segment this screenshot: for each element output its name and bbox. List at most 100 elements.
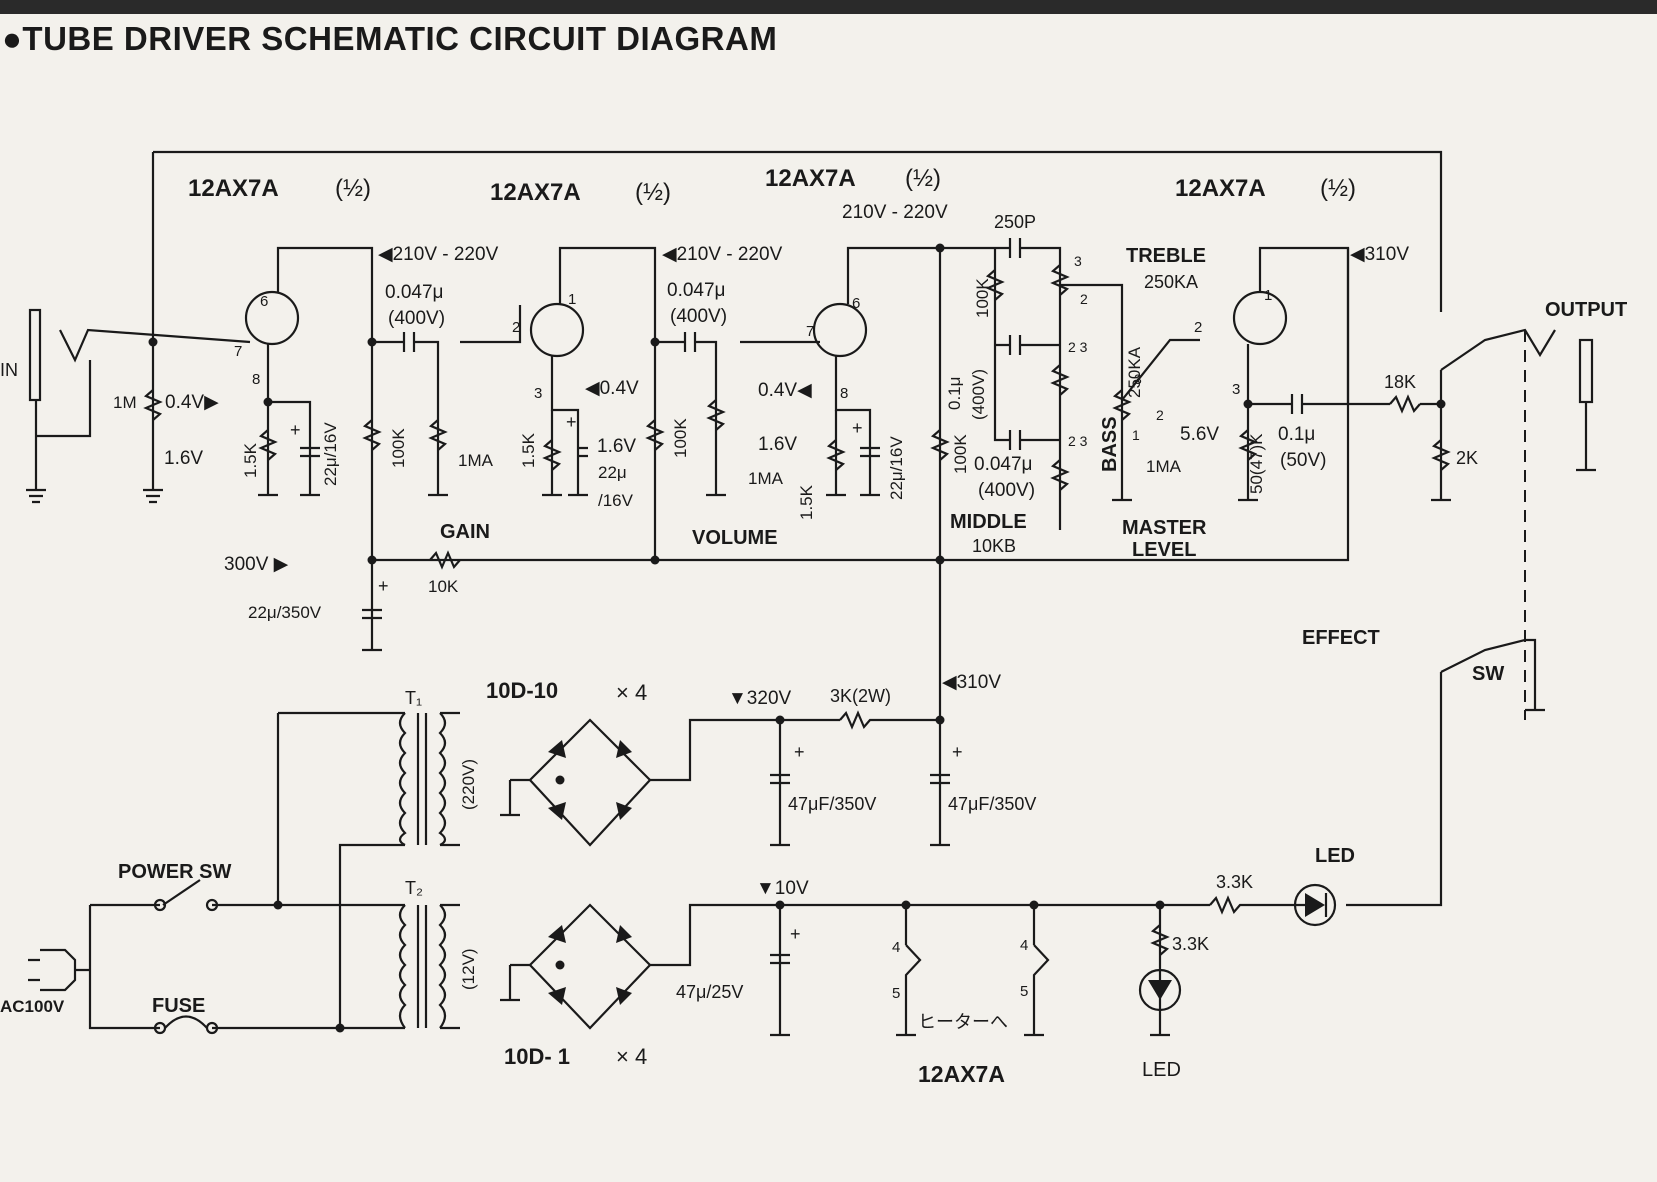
pin-7-c: 7 — [806, 323, 814, 340]
led-label-a: LED — [1315, 845, 1355, 867]
c-47u-350v-b: 47μF/350V — [948, 794, 1036, 814]
treble-pin-2: 2 — [1080, 291, 1088, 307]
r-1k5-c: 1.5K — [797, 484, 816, 520]
gain-label: GAIN — [440, 521, 490, 543]
tube-2-half: (½) — [635, 179, 671, 206]
wiring — [28, 150, 1594, 1035]
volume-label: VOLUME — [692, 527, 778, 549]
led-label-b: LED — [1142, 1059, 1181, 1081]
voltage-5v6: 5.6V — [1180, 424, 1219, 445]
plus-g: + — [790, 924, 801, 944]
c-47u-350v-a: 47μF/350V — [788, 794, 876, 814]
plus-b: + — [566, 412, 577, 432]
voltage-320: ▼320V — [728, 688, 792, 709]
c-400v-a: (400V) — [388, 308, 445, 329]
tube-4-label: 12AX7A — [1175, 175, 1266, 202]
voltage-1v6a: 1.6V — [164, 448, 203, 469]
plus-e: + — [794, 742, 805, 762]
tube-2-label: 12AX7A — [490, 179, 581, 206]
treble-value: 250KA — [1144, 272, 1198, 292]
rectifier-diodes — [548, 740, 632, 1005]
c-250p: 250P — [994, 212, 1036, 232]
pin-8-c: 8 — [840, 385, 848, 402]
bass-value: 250KA — [1125, 346, 1144, 398]
voltage-0v4a: 0.4V▶ — [165, 392, 219, 413]
transformer-t2-label: T₂ — [405, 878, 423, 898]
voltage-0v4c: 0.4V◀ — [758, 380, 812, 401]
rectifier-hi-count: × 4 — [616, 680, 647, 705]
fuse-label: FUSE — [152, 995, 205, 1017]
master-label: MASTER — [1122, 517, 1207, 539]
c-01u-out: 0.1μ — [1278, 424, 1315, 445]
pin-2-d: 2 — [1194, 319, 1202, 336]
labels: 12AX7A (½) 12AX7A (½) 12AX7A (½) 12AX7A … — [0, 165, 1627, 1087]
heater-pin-5-a: 5 — [892, 985, 900, 1002]
c-0047-b: 0.047μ — [667, 280, 726, 301]
voltage-210a: ◀210V - 220V — [378, 244, 499, 265]
effect-label: EFFECT — [1302, 627, 1380, 649]
heater-tube-label: 12AX7A — [918, 1061, 1005, 1087]
treble-label: TREBLE — [1126, 245, 1206, 267]
c-0047-c: 0.047μ — [974, 454, 1033, 475]
treble-pin-3: 3 — [1074, 253, 1082, 269]
c-22u-b: 22μ — [598, 463, 627, 482]
pin-6-a: 6 — [260, 293, 268, 310]
tube-1-half: (½) — [335, 175, 371, 202]
r-100k-b: 100K — [671, 418, 690, 458]
pin-1-d: 1 — [1264, 287, 1272, 304]
pin-3-b: 3 — [534, 385, 542, 402]
voltage-1v6b: 1.6V — [597, 436, 636, 457]
middle-pins-b: 2 3 — [1068, 433, 1088, 449]
r-100k-a: 100K — [389, 428, 408, 468]
in-label: IN — [0, 360, 18, 380]
capacitor-plates — [300, 238, 1304, 965]
ground-symbols — [26, 468, 1596, 1037]
r-3k-2w: 3K(2W) — [830, 686, 891, 706]
bass-pin-2: 2 — [1156, 407, 1164, 423]
pin-8-a: 8 — [252, 371, 260, 388]
voltage-210c: 210V - 220V — [842, 202, 948, 223]
voltage-210b: ◀210V - 220V — [662, 244, 783, 265]
bass-pin-1: 1 — [1132, 427, 1140, 443]
c-400v-c: (400V) — [978, 480, 1035, 501]
level-label: LEVEL — [1132, 539, 1196, 561]
tube-3-label: 12AX7A — [765, 165, 856, 192]
transformer-coils — [398, 712, 447, 1029]
pot-1ma-b: 1MA — [748, 469, 784, 488]
rectifier-lo-count: × 4 — [616, 1044, 647, 1069]
heater-pin-4-a: 4 — [892, 939, 900, 956]
pin-7-a: 7 — [234, 343, 242, 360]
pin-6-c: 6 — [852, 295, 860, 312]
c-50v: (50V) — [1280, 450, 1326, 471]
plus-c: + — [852, 418, 863, 438]
plus-a: + — [290, 420, 301, 440]
tube-1-label: 12AX7A — [188, 175, 279, 202]
rectifier-hi-label: 10D-10 — [486, 678, 558, 703]
c-16v-b: /16V — [598, 491, 634, 510]
middle-value: 10KB — [972, 536, 1016, 556]
c-22u-16v-a: 22μ/16V — [321, 422, 340, 486]
heater-pin-4-b: 4 — [1020, 937, 1028, 954]
pot-1ma-c: 1MA — [1146, 457, 1182, 476]
output-label: OUTPUT — [1545, 299, 1627, 321]
r-100k-c: 100K — [951, 434, 970, 474]
voltage-0v4b: ◀0.4V — [585, 378, 639, 399]
sw-label: SW — [1472, 663, 1504, 685]
power-switch-icon — [153, 879, 219, 912]
r-100k-d: 100K — [973, 278, 992, 318]
r-3k3-a: 3.3K — [1216, 872, 1253, 892]
r-1m: 1M — [113, 393, 137, 412]
r-18k: 18K — [1384, 372, 1416, 392]
c-01u: 0.1μ — [945, 377, 964, 410]
c-22u-16v-c: 22μ/16V — [887, 436, 906, 500]
pin-2-b: 2 — [512, 319, 520, 336]
rectifier-lo-label: 10D- 1 — [504, 1044, 570, 1069]
page-title: ●TUBE DRIVER SCHEMATIC CIRCUIT DIAGRAM — [2, 20, 778, 57]
transformer-t1-label: T₁ — [405, 688, 422, 708]
voltage-300: 300V ▶ — [224, 554, 289, 575]
voltage-310a: ◀310V — [1350, 244, 1409, 265]
c-0047-a: 0.047μ — [385, 282, 444, 303]
c-01u-400v: (400V) — [969, 369, 988, 420]
c-47u-25v: 47μ/25V — [676, 982, 743, 1002]
